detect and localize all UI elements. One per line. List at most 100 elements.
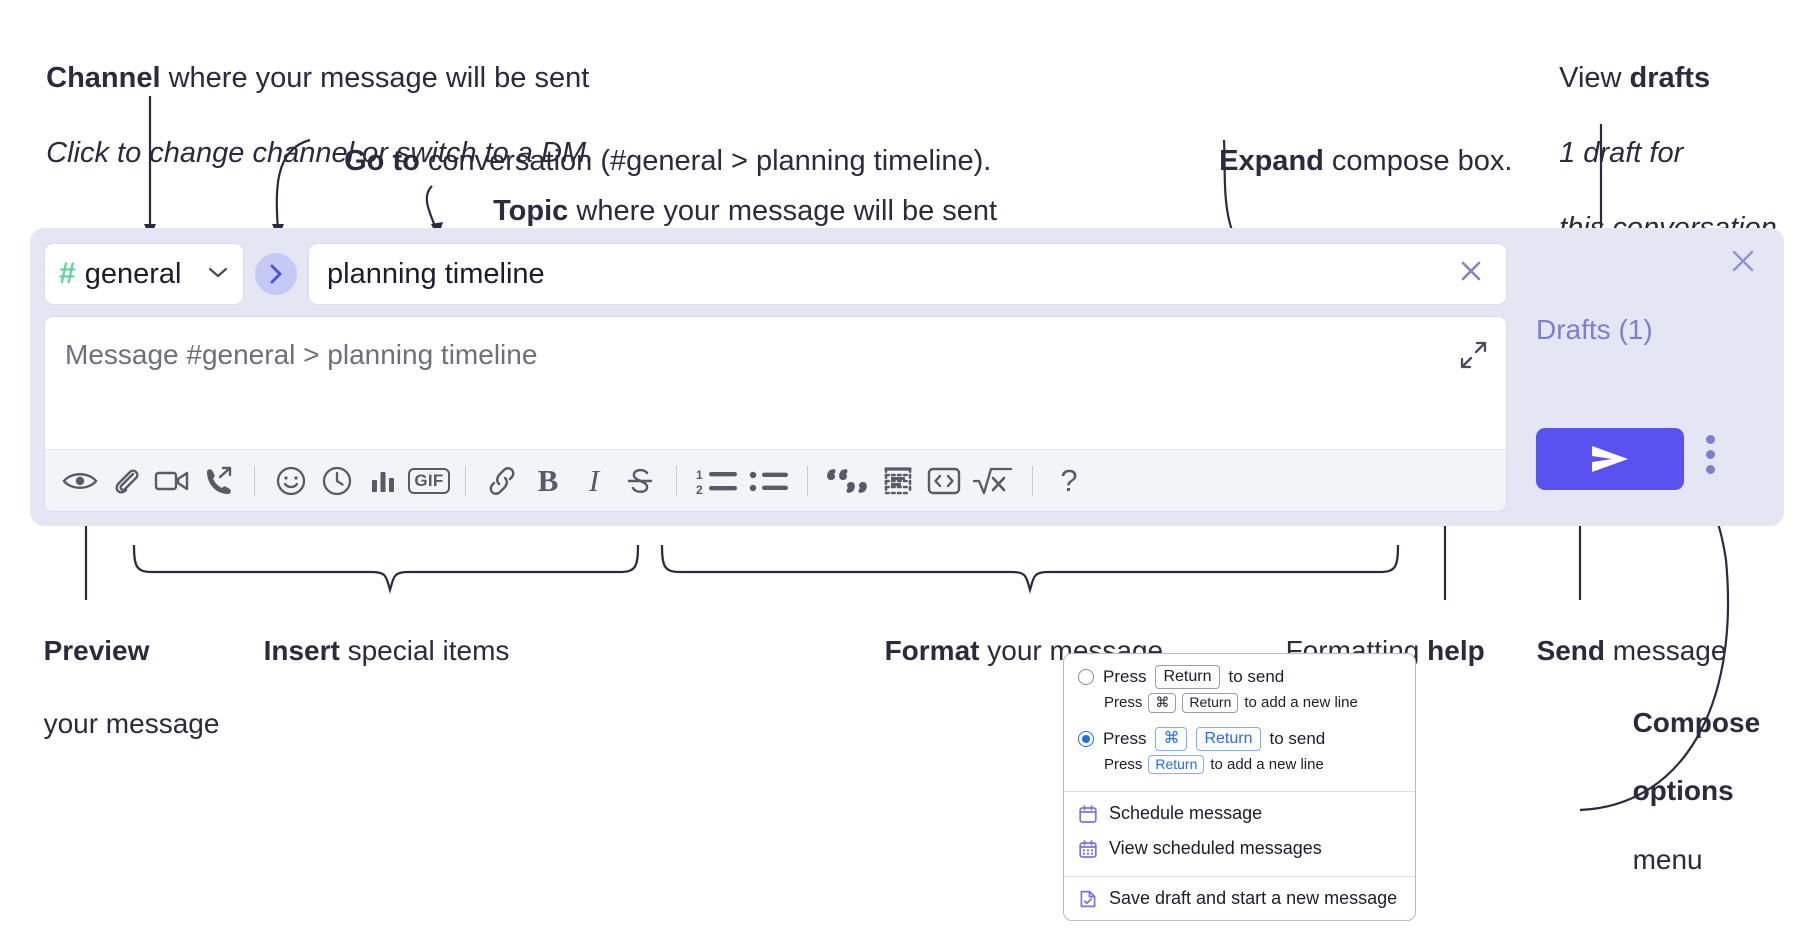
hash-icon: # — [59, 257, 76, 290]
send-option-return[interactable]: Press Return to send — [1064, 658, 1415, 691]
send-option-return-sub: Press ⌘ Return to add a new line — [1064, 691, 1415, 720]
annotation-preview-bold: Preview — [43, 635, 150, 667]
option1-press: Press — [1103, 667, 1147, 686]
toolbar-separator — [1032, 465, 1033, 496]
option1-sub-suffix: to add a new line — [1244, 694, 1358, 712]
radio-selected[interactable] — [1078, 730, 1094, 747]
menu-item-save-draft[interactable]: Save draft and start a new message — [1064, 881, 1415, 916]
link-icon[interactable] — [479, 458, 525, 504]
close-icon[interactable] — [1726, 244, 1760, 283]
toolbar-separator — [807, 465, 808, 496]
annotation-channel: Channel where your message will be sent … — [30, 22, 594, 173]
menu-item-label: View scheduled messages — [1109, 838, 1322, 858]
radio-unselected[interactable] — [1078, 669, 1094, 685]
toolbar-separator — [254, 465, 255, 496]
formatting-toolbar: GIF B I — [45, 449, 1506, 511]
menu-item-label: Save draft and start a new message — [1109, 888, 1398, 908]
bulleted-list-icon[interactable] — [744, 458, 794, 504]
key-return: Return — [1182, 693, 1239, 713]
key-return: Return — [1148, 754, 1205, 774]
annotation-preview: Preview your message — [28, 597, 220, 743]
expand-button[interactable] — [1458, 339, 1490, 376]
calendar-grid-icon — [1079, 839, 1097, 858]
topic-pointer — [425, 185, 439, 233]
insert-brace — [132, 544, 640, 595]
annotation-expand-rest: compose box. — [1323, 144, 1513, 177]
menu-divider — [1064, 876, 1415, 877]
send-option-cmd-return-sub: Press Return to add a new line — [1064, 753, 1415, 782]
menu-item-view-scheduled[interactable]: View scheduled messages — [1064, 831, 1415, 866]
schedule-group: Schedule message View scheduled messages — [1064, 792, 1415, 870]
math-icon[interactable] — [967, 458, 1019, 504]
gif-label: GIF — [408, 467, 450, 494]
italic-icon[interactable]: I — [571, 458, 617, 504]
annotation-channel-italic: Click to change channel or switch to a D… — [46, 137, 595, 170]
annotation-insert-rest: special items — [339, 635, 510, 667]
clock-icon[interactable] — [314, 458, 360, 504]
annotation-channel-rest: where your message will be sent — [160, 61, 590, 94]
channel-selector[interactable]: # general — [44, 243, 244, 305]
annotation-topic-rest: where your message will be sent — [568, 194, 998, 227]
annotation-send-bold: Send — [1536, 635, 1606, 667]
strikethrough-icon[interactable] — [617, 458, 663, 504]
send-option-cmd-return[interactable]: Press ⌘ Return to send — [1064, 720, 1415, 753]
option2-press: Press — [1103, 728, 1147, 748]
svg-text:2: 2 — [696, 483, 703, 496]
toolbar-separator — [676, 465, 677, 496]
option1-sub-press: Press — [1104, 694, 1143, 712]
message-input-box[interactable]: Message #general > planning timeline — [44, 316, 1507, 512]
compose-panel: Drafts (1) # general planning timeline — [30, 228, 1784, 526]
emoji-icon[interactable] — [268, 458, 314, 504]
video-icon[interactable] — [149, 458, 195, 504]
italic-label: I — [588, 462, 600, 498]
annotation-preview-line2: your message — [43, 708, 220, 740]
help-icon[interactable]: ? — [1046, 458, 1092, 504]
annotation-compose-options: Compose options menu — [1617, 672, 1761, 877]
annotation-insert: Insert special items — [248, 597, 510, 670]
send-behavior-group: Press Return to send Press ⌘ Return to a… — [1064, 654, 1415, 785]
goto-conversation-button[interactable] — [255, 253, 297, 295]
ordered-list-icon[interactable]: 1 2 — [690, 458, 744, 504]
code-icon[interactable] — [921, 458, 967, 504]
preview-icon[interactable] — [57, 458, 103, 504]
code-block-icon[interactable] — [875, 458, 921, 504]
annotation-help-bold: help — [1427, 635, 1485, 667]
option2-sub-suffix: to add a new line — [1210, 755, 1324, 773]
attachment-icon[interactable] — [103, 458, 149, 504]
kebab-dot — [1706, 435, 1715, 444]
key-return: Return — [1155, 665, 1220, 689]
annotation-drafts-plain: View — [1559, 61, 1630, 94]
channel-name: general — [84, 257, 182, 290]
compose-header: # general planning timeline — [44, 242, 1507, 306]
annotation-topic: Topic where your message will be sent — [477, 155, 997, 230]
compose-options-menu: Press Return to send Press ⌘ Return to a… — [1063, 653, 1416, 921]
topic-field[interactable]: planning timeline — [308, 243, 1507, 305]
chevron-right-icon — [270, 264, 282, 284]
annotation-expand: Expand compose box. — [1203, 105, 1512, 180]
annotation-drafts-bold: drafts — [1629, 61, 1711, 94]
menu-divider — [1064, 791, 1415, 792]
message-placeholder: Message #general > planning timeline — [65, 339, 538, 370]
send-icon — [1592, 446, 1628, 472]
annotation-compose-bold1: Compose — [1632, 707, 1761, 739]
bold-label: B — [537, 462, 559, 498]
annotation-drafts-italic1: 1 draft for — [1559, 137, 1684, 170]
annotation-topic-bold: Topic — [493, 194, 569, 227]
gif-icon[interactable]: GIF — [406, 458, 452, 504]
draft-group: Save draft and start a new message — [1064, 877, 1415, 920]
option2-suffix: to send — [1269, 728, 1326, 748]
key-command: ⌘ — [1148, 693, 1177, 713]
option2-sub-press: Press — [1104, 755, 1143, 773]
poll-icon[interactable] — [360, 458, 406, 504]
annotation-insert-bold: Insert — [263, 635, 340, 667]
menu-item-schedule-message[interactable]: Schedule message — [1064, 796, 1415, 831]
audio-call-icon[interactable] — [195, 458, 241, 504]
bold-icon[interactable]: B — [525, 458, 571, 504]
annotation-drafts: View drafts 1 draft for this conversatio… — [1543, 22, 1777, 248]
annotation-compose-rest: menu — [1632, 843, 1703, 875]
blockquote-icon[interactable] — [821, 458, 875, 504]
send-button[interactable] — [1536, 428, 1684, 490]
drafts-link[interactable]: Drafts (1) — [1536, 314, 1653, 345]
clear-topic-icon[interactable] — [1456, 256, 1490, 292]
compose-options-button[interactable] — [1706, 435, 1715, 474]
